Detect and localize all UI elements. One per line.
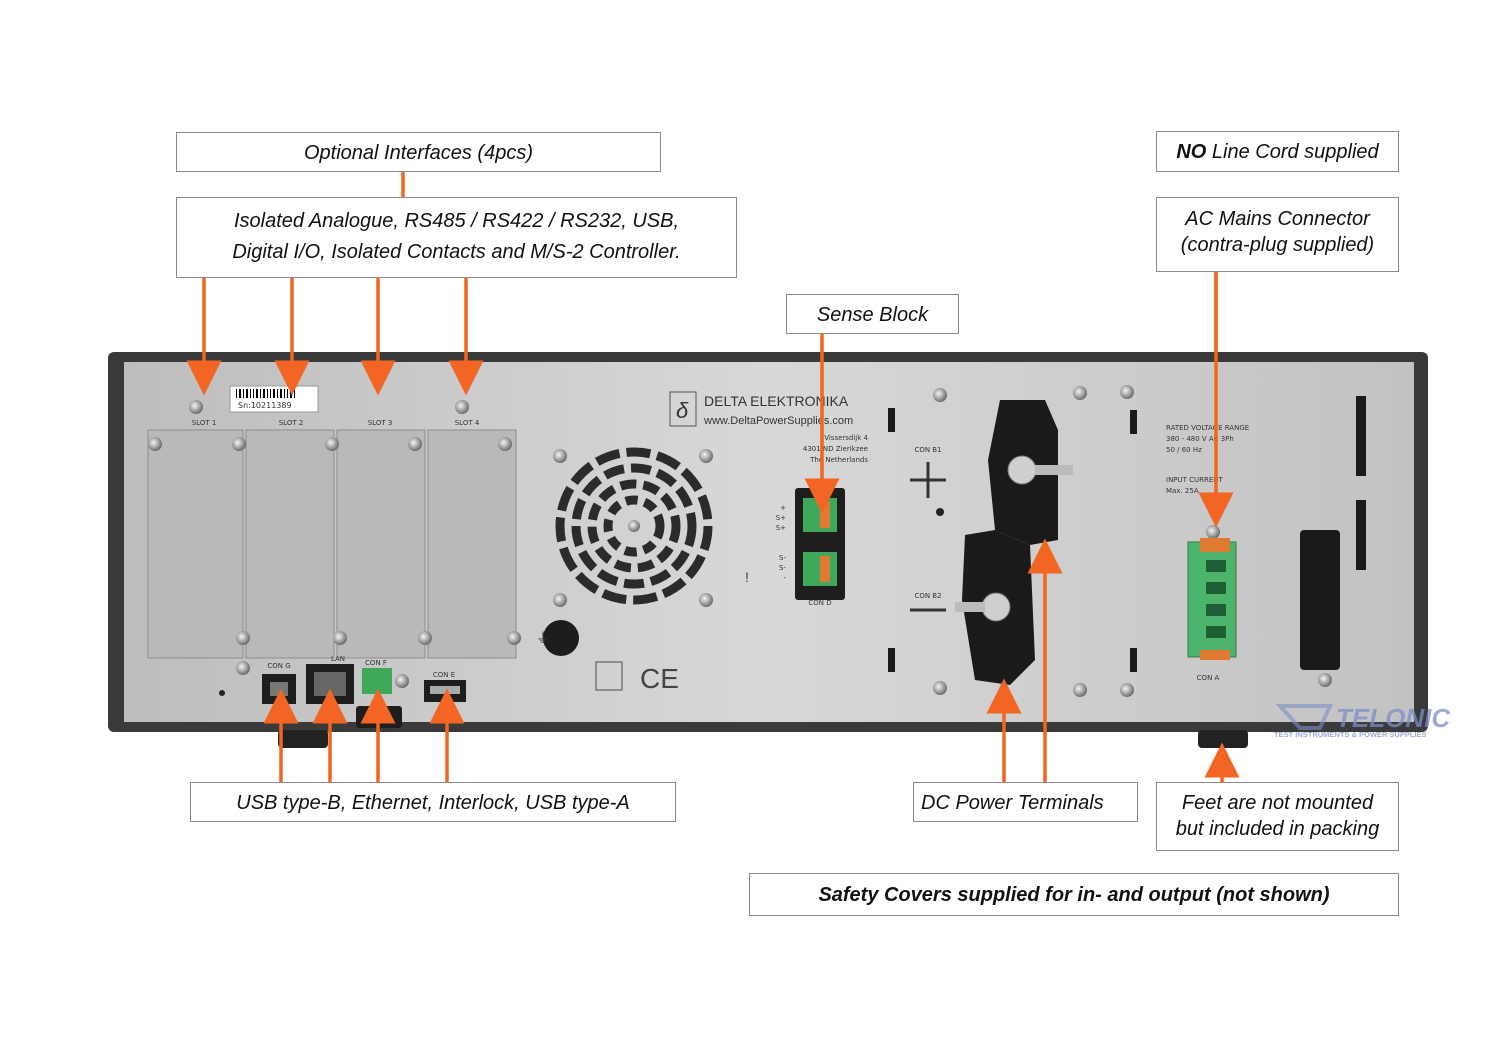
callout-no-line-cord: NO Line Cord supplied xyxy=(1156,131,1399,172)
callout-ac-mains-line-1: AC Mains Connector xyxy=(1185,208,1370,230)
watermark-name: TELONIC xyxy=(1336,703,1451,733)
slot-label-3: SLOT 3 xyxy=(368,419,393,427)
slot-covers xyxy=(147,429,517,659)
con-b2-label: CON B2 xyxy=(914,592,941,600)
address-line-1: Vissersdijk 4 xyxy=(824,434,868,442)
callout-usb-ethernet-text: USB type-B, Ethernet, Interlock, USB typ… xyxy=(236,792,630,814)
sense-label-6: - xyxy=(783,574,786,582)
strain-relief-clamp xyxy=(1300,530,1340,670)
callout-safety-covers-text: Safety Covers supplied for in- and outpu… xyxy=(818,884,1330,906)
fan-grille xyxy=(555,447,713,605)
callout-dc-power: DC Power Terminals xyxy=(913,782,1138,822)
weee-mark xyxy=(595,661,623,691)
slot-label-1: SLOT 1 xyxy=(192,419,217,427)
ce-mark: CE xyxy=(640,663,679,694)
ground-terminal xyxy=(543,620,579,656)
screws xyxy=(148,385,1332,697)
foot-left xyxy=(278,730,328,748)
callout-optional-interfaces-text: Optional Interfaces (4pcs) xyxy=(304,142,533,164)
con-g-label: CON G xyxy=(267,662,290,670)
address-line-3: The Netherlands xyxy=(809,456,868,464)
callout-ac-mains-line-2: (contra-plug supplied) xyxy=(1180,234,1375,256)
slot-plate-1 xyxy=(147,429,244,659)
fan-hub xyxy=(628,520,640,532)
callout-dc-power-text: DC Power Terminals xyxy=(921,792,1104,814)
callout-no-line-cord-text: Line Cord supplied xyxy=(1206,141,1379,163)
callout-feet-line-1: Feet are not mounted xyxy=(1181,792,1374,814)
slot-label-4: SLOT 4 xyxy=(455,419,480,427)
callout-interfaces-list: Isolated Analogue, RS485 / RS422 / RS232… xyxy=(176,197,737,278)
brand-url: www.DeltaPowerSupplies.com xyxy=(703,415,853,427)
input-current-value: Max. 25A xyxy=(1166,487,1199,495)
con-e-label: CON E xyxy=(433,671,455,679)
slot-plate-3 xyxy=(336,429,426,659)
sense-label-1: + xyxy=(780,504,786,512)
callout-ac-mains: AC Mains Connector (contra-plug supplied… xyxy=(1156,197,1399,272)
input-current-title: INPUT CURRENT xyxy=(1166,476,1224,484)
rated-voltage-line-1: 380 - 480 V AC 3Ph xyxy=(1166,435,1234,443)
slot-plate-2 xyxy=(245,429,335,659)
callout-feet: Feet are not mounted but included in pac… xyxy=(1156,782,1399,851)
warning-mark: ! xyxy=(745,569,749,585)
rated-voltage-title: RATED VOLTAGE RANGE xyxy=(1166,424,1249,432)
address-line-2: 4301 ND Zierikzee xyxy=(803,445,868,453)
slot-plate-4 xyxy=(427,429,517,659)
con-f-label: CON F xyxy=(365,659,387,667)
brand-logo-delta: δ xyxy=(676,398,689,423)
watermark-tagline: TEST INSTRUMENTS & POWER SUPPLIES xyxy=(1274,730,1427,739)
con-a-label: CON A xyxy=(1197,674,1220,682)
con-b1-label: CON B1 xyxy=(914,446,941,454)
plus-symbol xyxy=(910,462,946,498)
lan-label: LAN xyxy=(331,655,345,663)
callout-interfaces-line-1: Isolated Analogue, RS485 / RS422 / RS232… xyxy=(233,210,680,232)
callout-interfaces-line-2: Digital I/O, Isolated Contacts and M/S-2… xyxy=(232,241,681,263)
watermark-logo xyxy=(1275,704,1334,730)
serial-number: Sn:10211389 xyxy=(238,401,292,410)
callout-optional-interfaces: Optional Interfaces (4pcs) xyxy=(176,132,661,172)
brand-logo xyxy=(669,391,697,427)
sense-label-3: S+ xyxy=(776,524,786,532)
rated-voltage-line-2: 50 / 60 Hz xyxy=(1166,446,1202,454)
sense-label-2: S+ xyxy=(776,514,786,522)
callout-safety-covers: Safety Covers supplied for in- and outpu… xyxy=(749,873,1399,916)
callout-sense-block: Sense Block xyxy=(786,294,959,334)
callout-no-line-cord-bold: NO xyxy=(1176,141,1207,163)
brand-name: DELTA ELEKTRONIKA xyxy=(704,393,849,409)
sense-label-5: S- xyxy=(779,564,786,572)
sense-label-4: S- xyxy=(779,554,786,562)
callout-sense-block-text: Sense Block xyxy=(816,304,929,326)
callout-usb-ethernet: USB type-B, Ethernet, Interlock, USB typ… xyxy=(190,782,676,822)
slot-label-2: SLOT 2 xyxy=(279,419,304,427)
callout-feet-line-2: but included in packing xyxy=(1175,818,1380,840)
ground-symbol: ⏚ xyxy=(536,630,550,646)
con-d-label: CON D xyxy=(808,599,831,607)
